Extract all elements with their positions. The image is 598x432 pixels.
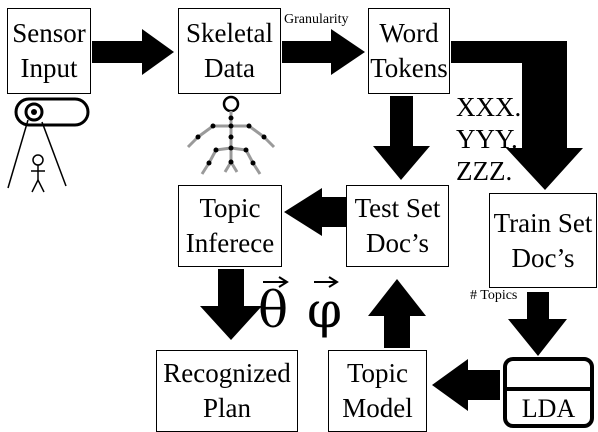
sensor-input-box: Sensor Input [7, 8, 91, 94]
topic-model-line2: Model [342, 393, 413, 423]
topic-inference-line2: Inferece [185, 228, 275, 258]
test-set-line2: Doc’s [366, 228, 429, 258]
arrow-sensor-to-skeletal [92, 29, 174, 75]
recognized-plan-line1: Recognized [163, 358, 291, 388]
lda-box: LDA [503, 357, 594, 428]
theta-vector-arrow [263, 276, 289, 288]
arrow-topicmodel-to-testset [368, 279, 426, 348]
skeletal-data-line1: Skeletal [186, 18, 273, 48]
test-set-line1: Test Set [354, 193, 441, 223]
arrow-skeletal-to-wordtokens [282, 29, 365, 75]
recognized-plan-line2: Plan [202, 393, 251, 423]
theta-symbol: θ [258, 281, 289, 339]
skeleton-joints-icon [186, 95, 276, 175]
sensor-input-line1: Sensor [12, 18, 86, 48]
skeletal-data-box: Skeletal Data [178, 8, 281, 94]
lda-divider [503, 387, 594, 391]
arrow-trainset-to-lda [508, 292, 567, 356]
arrow-testset-to-topicinference [284, 188, 350, 236]
word-tokens-line1: Word [379, 18, 439, 48]
topic-model-line1: Topic [346, 358, 409, 388]
token-xxx: XXX. [456, 92, 522, 122]
train-set-line2: Doc’s [511, 242, 575, 273]
sensor-input-line2: Input [20, 53, 78, 83]
topic-inference-box: Topic Inferece [178, 185, 282, 267]
arrow-wordtokens-to-trainset [451, 41, 583, 190]
topic-model-box: Topic Model [328, 350, 427, 432]
recognized-plan-box: Recognized Plan [156, 350, 298, 432]
skeletal-data-line2: Data [204, 53, 255, 83]
topic-inference-line1: Topic [199, 193, 261, 223]
arrow-topicinference-to-plan [200, 269, 262, 340]
arrow-lda-to-topicmodel [432, 359, 500, 411]
phi-vector-arrow [314, 276, 339, 288]
token-zzz: ZZZ. [456, 156, 513, 186]
word-tokens-line2: Tokens [370, 53, 448, 83]
num-topics-label: # Topics [470, 288, 518, 303]
token-yyy: YYY. [456, 124, 518, 154]
lda-label: LDA [521, 394, 576, 423]
train-set-line1: Train Set [493, 207, 593, 238]
phi-symbol: φ [307, 281, 343, 339]
granularity-label: Granularity [284, 12, 349, 27]
word-tokens-box: Word Tokens [368, 8, 450, 94]
test-set-box: Test Set Doc’s [346, 185, 449, 267]
train-set-box: Train Set Doc’s [489, 193, 597, 288]
arrow-wordtokens-to-testset [373, 96, 430, 180]
sensor-camera-person-icon [7, 97, 90, 193]
